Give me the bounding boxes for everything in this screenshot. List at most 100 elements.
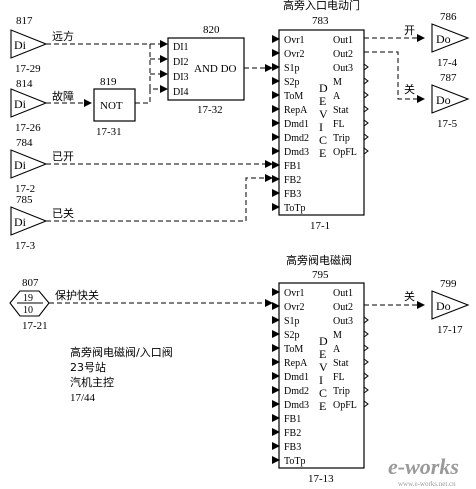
output-ref: 17-4 (437, 57, 458, 69)
output-num: 786 (440, 11, 457, 23)
input-ref: 17-21 (22, 320, 48, 332)
input-pin-label: Ovr2 (284, 49, 305, 60)
signal-label: 远方 (52, 29, 74, 43)
device-letter: C (319, 133, 327, 147)
output-kind: Do (436, 93, 451, 107)
output-pin-label: M (333, 330, 342, 341)
input-pin-label: Dmd3 (284, 400, 309, 411)
watermark-domain: www.e-works.net.cn (398, 480, 456, 488)
device-letter: E (319, 347, 326, 361)
device-block-783[interactable]: 高旁入口电动门 783 Ovr1Ovr2S1pS2pToMRepADmd1Dmd… (272, 0, 369, 232)
input-ref: 17-26 (15, 122, 41, 134)
input-pin-label: FB2 (284, 428, 301, 439)
device-input-pins: Ovr1Ovr2S1pS2pToMRepADmd1Dmd2Dmd3FB1FB2F… (272, 35, 309, 214)
input-ref: 17-3 (15, 240, 36, 252)
not-gate-819[interactable]: 819 NOT 17-31 (93, 76, 136, 138)
and-num: 820 (203, 24, 220, 36)
input-block-784[interactable]: 784 Di 17-2 (10, 137, 48, 195)
and-gate-820[interactable]: 820 DI1 DI2 DI3 DI4 AND DO 17-32 (167, 24, 245, 116)
output-block-786[interactable]: 786 Do 17-4 (431, 11, 470, 69)
output-kind: Do (436, 299, 451, 313)
device-block-795[interactable]: 高旁阀电磁阀 795 Ovr1Ovr2S1pS2pToMRepADmd1Dmd2… (272, 253, 369, 485)
input-pin-label: ToM (284, 344, 303, 355)
device-letter: V (319, 107, 328, 121)
signal-label: 故障 (52, 89, 74, 103)
input-kind: Di (14, 97, 27, 111)
input-kind: Di (14, 215, 27, 229)
output-pin-label: A (333, 344, 341, 355)
output-pin-label: Out3 (333, 316, 353, 327)
output-ref: 17-17 (437, 324, 463, 336)
signal-label: 关 (404, 82, 415, 96)
output-block-787[interactable]: 787 Do 17-5 (431, 72, 470, 130)
output-pin-marker (363, 400, 369, 408)
input-num: 784 (16, 137, 33, 149)
output-pin-label: OpFL (333, 400, 357, 411)
device-letter: E (319, 146, 326, 160)
output-pin-label: A (333, 91, 341, 102)
note-line: 23号站 (70, 360, 106, 374)
device-box (278, 29, 365, 216)
signal-label: 已关 (52, 206, 74, 220)
input-pin-label: Ovr1 (284, 35, 305, 46)
input-block-814[interactable]: 814 Di 17-26 (10, 78, 48, 134)
output-pin-marker (363, 133, 369, 141)
input-block-807[interactable]: 807 19 10 17-21 (9, 277, 50, 332)
input-pin-label: S1p (284, 316, 300, 327)
device-input-pins: Ovr1Ovr2S1pS2pToMRepADmd1Dmd2Dmd3FB1FB2F… (272, 288, 309, 467)
input-pin-label: ToTp (284, 456, 306, 467)
device-letter: V (319, 360, 328, 374)
input-pin-label: RepA (284, 105, 308, 116)
input-pin-label: Dmd1 (284, 372, 309, 383)
output-pin-marker (363, 316, 369, 324)
output-num: 787 (440, 72, 457, 84)
input-num: 817 (16, 15, 33, 27)
input-pin-label: S2p (284, 330, 300, 341)
and-input-label: DI3 (173, 72, 189, 83)
output-pin-marker (363, 386, 369, 394)
signal-label: 已开 (52, 150, 74, 163)
not-ref: 17-31 (96, 126, 122, 138)
output-pin-label: OpFL (333, 147, 357, 158)
output-pin-marker (363, 358, 369, 366)
output-pin-label: Out2 (333, 49, 353, 60)
output-pin-label: Out3 (333, 63, 353, 74)
input-pin-label: ToTp (284, 203, 306, 214)
input-pin-label: Dmd3 (284, 147, 309, 158)
device-ref: 17-13 (308, 473, 334, 485)
input-block-785[interactable]: 785 Di 17-3 (10, 194, 48, 252)
input-pin-label: Dmd2 (284, 133, 309, 144)
input-pin-label: S1p (284, 63, 300, 74)
note-line: 高旁阀电磁阀/入口阀 (70, 345, 173, 359)
and-box (167, 37, 245, 101)
note-block: 高旁阀电磁阀/入口阀 23号站 汽机主控 17/44 (70, 345, 173, 404)
output-pin-marker (363, 91, 369, 99)
di-triangle (10, 149, 48, 179)
wires-out1 (364, 34, 425, 103)
do-triangle (431, 84, 470, 114)
signal-label: 关 (404, 289, 415, 303)
device-letter: I (319, 120, 323, 134)
not-box (93, 88, 136, 122)
protect-bottom: 10 (23, 305, 33, 316)
input-pin-label: ToM (284, 91, 303, 102)
input-pin-label: RepA (284, 358, 308, 369)
device-num: 783 (312, 15, 329, 27)
output-block-799[interactable]: 799 Do 17-17 (431, 278, 470, 336)
input-pin-label: Ovr1 (284, 288, 305, 299)
input-block-817[interactable]: 817 Di 17-29 (10, 15, 48, 75)
do-triangle (431, 23, 470, 53)
wire (364, 51, 425, 103)
output-pin-label: Trip (333, 386, 350, 397)
watermark-text: e-works (388, 454, 459, 479)
input-kind: Di (14, 158, 27, 172)
input-pin-label: FB1 (284, 161, 301, 172)
output-num: 799 (440, 278, 457, 290)
note-line: 17/44 (70, 392, 96, 404)
output-pin-marker (363, 344, 369, 352)
output-pin-marker (363, 105, 369, 113)
device-title: 高旁入口电动门 (283, 0, 360, 12)
